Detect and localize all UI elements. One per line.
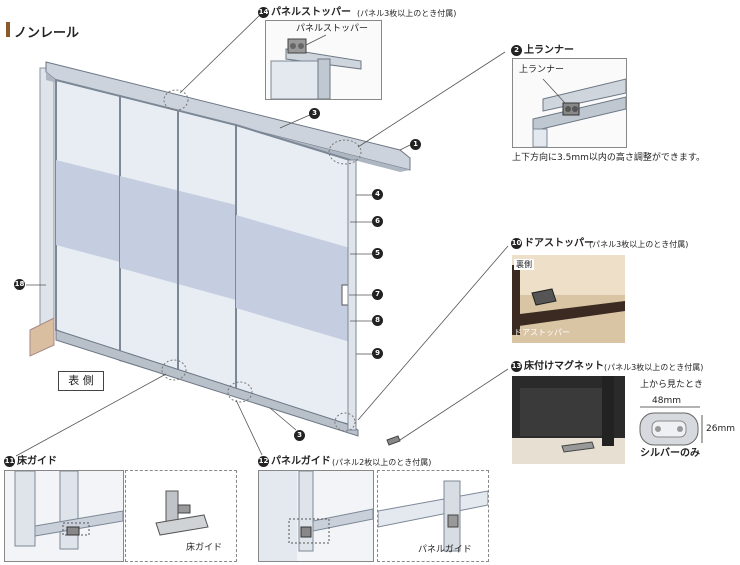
callout-12: 12	[258, 456, 269, 467]
floor-magnet-top-view	[639, 406, 703, 446]
floor-magnet-height: 26mm	[706, 424, 735, 434]
panel-stopper-inset-label: パネルストッパー	[296, 24, 369, 34]
panel-guide-label: パネルガイド	[271, 456, 331, 467]
panel-1-band	[56, 160, 120, 262]
panel-stopper-inset: パネルストッパー	[265, 20, 382, 100]
page-title: ノンレール	[14, 26, 80, 41]
door-stopper-photo-label: ドアストッパー	[514, 328, 570, 337]
door-stopper-photo: 裏側 ドアストッパー	[512, 255, 625, 343]
panel-3-band	[236, 215, 350, 342]
floor-magnet-label: 床付けマグネット	[524, 361, 604, 372]
callout-10: 10	[511, 238, 522, 249]
bottom-rail	[55, 329, 359, 437]
door-stopper-note: (パネル3枚以上のとき付属)	[589, 240, 689, 249]
callout-7: 7	[372, 289, 383, 300]
callout-1: 1	[410, 139, 421, 150]
callout-2: 2	[511, 45, 522, 56]
side-label: 表 側	[58, 371, 104, 391]
floor-magnet-note: (パネル3枚以上のとき付属)	[604, 363, 704, 372]
panel-guide-note: (パネル2枚以上のとき付属)	[332, 458, 432, 467]
left-wall-frame	[39, 67, 55, 344]
door-stopper-photo-tag: 裏側	[514, 259, 534, 270]
panel-guide-inset	[258, 470, 374, 562]
floor-magnet-view-label: 上から見たとき	[640, 380, 704, 390]
upper-runner-label: 上ランナー	[524, 45, 574, 56]
callout-11: 11	[4, 456, 15, 467]
panel-guide-inset-label: パネルガイド	[418, 545, 472, 555]
floor-guide-inset	[4, 470, 124, 562]
floor-guide-label: 床ガイド	[17, 456, 57, 467]
floor-magnet-width: 48mm	[652, 396, 681, 406]
callout-3-bottom: 3	[294, 430, 305, 441]
floor-magnet-color: シルバーのみ	[640, 448, 700, 459]
panel-stopper-label: パネルストッパー	[271, 7, 351, 18]
floor-magnet-photo	[512, 376, 625, 464]
callout-14: 14	[258, 7, 269, 18]
callout-5: 5	[372, 248, 383, 259]
panel-guide-detail: パネルガイド	[377, 470, 489, 562]
floor-guide-detail: 床ガイド	[125, 470, 237, 562]
top-rail-shade	[46, 72, 410, 172]
callout-18: 18	[14, 279, 25, 290]
upper-runner-inset-label: 上ランナー	[519, 65, 565, 75]
callout-8: 8	[372, 315, 383, 326]
callout-13: 13	[511, 361, 522, 372]
panel-stopper-note: (パネル3枚以上のとき付属)	[357, 9, 457, 18]
callout-4: 4	[372, 189, 383, 200]
title-accent-bar	[6, 22, 10, 37]
door-stopper-label: ドアストッパー	[524, 238, 594, 249]
callout-9: 9	[372, 348, 383, 359]
upper-runner-inset: 上ランナー	[512, 58, 627, 148]
upper-runner-note: 上下方向に3.5mm以内の高さ調整ができます。	[512, 153, 705, 163]
callout-3-top: 3	[309, 108, 320, 119]
floor-guide-inset-label: 床ガイド	[186, 543, 223, 553]
callout-6: 6	[372, 216, 383, 227]
wall-base	[29, 317, 55, 357]
